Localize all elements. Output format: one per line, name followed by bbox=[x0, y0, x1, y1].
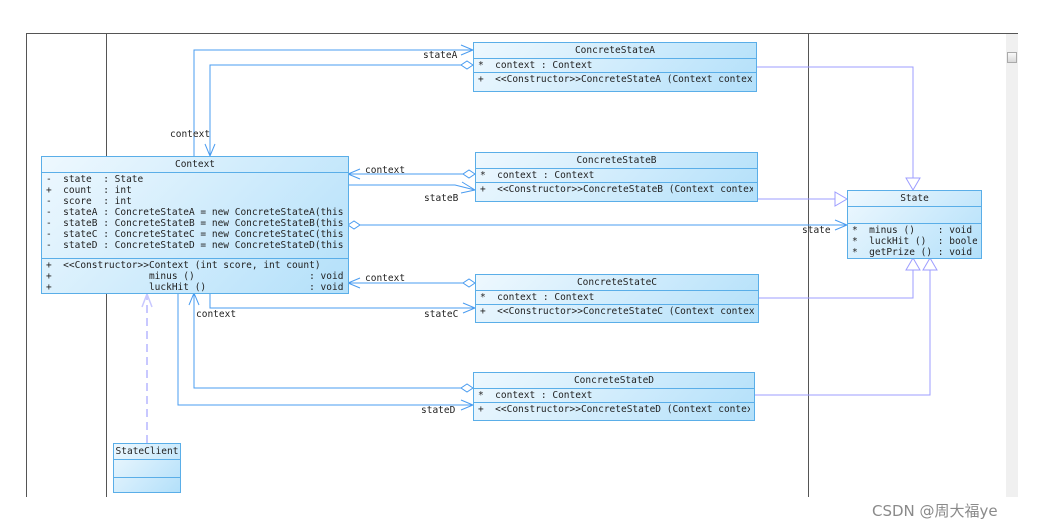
generalization-a-state bbox=[756, 66, 914, 178]
class-concrete-state-b[interactable]: ConcreteStateB * context : Context + <<C… bbox=[475, 152, 758, 202]
generalization-c-state bbox=[758, 270, 914, 299]
generalization-d-state bbox=[754, 270, 931, 396]
vertical-scrollbar[interactable] bbox=[1006, 34, 1018, 497]
method: + <<Constructor>>ConcreteStateB (Context… bbox=[480, 184, 753, 195]
label-stateD: stateD bbox=[421, 405, 456, 416]
methods-section: + <<Constructor>>ConcreteStateB (Context… bbox=[476, 183, 757, 196]
attribute: - stateB : ConcreteStateB = new Concrete… bbox=[46, 218, 344, 229]
method: * luckHit () : boolean bbox=[852, 236, 977, 247]
methods-section bbox=[114, 478, 180, 495]
attributes-section: * context : Context bbox=[474, 389, 754, 403]
label-stateB: stateB bbox=[424, 193, 459, 204]
class-concrete-state-d[interactable]: ConcreteStateD * context : Context + <<C… bbox=[473, 372, 755, 421]
class-name: ConcreteStateA bbox=[474, 43, 756, 59]
method: + <<Constructor>>ConcreteStateD (Context… bbox=[478, 404, 750, 415]
association-stateB bbox=[348, 184, 476, 191]
triangle-arrow-icon bbox=[922, 257, 938, 271]
attribute: + count : int bbox=[46, 185, 132, 196]
methods-section: + <<Constructor>>Context (int score, int… bbox=[42, 259, 348, 294]
methods-section: + <<Constructor>>ConcreteStateA (Context… bbox=[474, 73, 756, 86]
method: * minus () : void bbox=[852, 225, 973, 236]
method: + <<Constructor>>Context (int score, int… bbox=[46, 260, 321, 271]
attribute: * context : Context bbox=[478, 60, 593, 71]
class-name: State bbox=[848, 191, 981, 207]
association-stateC bbox=[209, 293, 475, 309]
association-contextD bbox=[193, 293, 461, 389]
methods-section: + <<Constructor>>ConcreteStateD (Context… bbox=[474, 403, 754, 416]
diamond-icon bbox=[347, 220, 361, 230]
label-contextC: context bbox=[365, 273, 406, 284]
attributes-section: * context : Context bbox=[476, 291, 758, 305]
methods-section: + <<Constructor>>ConcreteStateC (Context… bbox=[476, 305, 758, 318]
diamond-icon bbox=[462, 169, 476, 179]
label-contextD: context bbox=[196, 309, 237, 320]
attribute: - stateA : ConcreteStateA = new Concrete… bbox=[46, 207, 344, 218]
association-stateA bbox=[193, 49, 473, 156]
attribute: - stateD : ConcreteStateD = new Concrete… bbox=[46, 240, 344, 251]
class-name: Context bbox=[42, 157, 348, 173]
attribute: * context : Context bbox=[478, 390, 593, 401]
class-name: StateClient bbox=[114, 444, 180, 460]
triangle-arrow-icon bbox=[905, 177, 921, 191]
method: * getPrize () : void bbox=[852, 247, 973, 258]
class-state-client[interactable]: StateClient bbox=[113, 443, 181, 493]
class-name: ConcreteStateD bbox=[474, 373, 754, 389]
method: + minus () : void bbox=[46, 271, 344, 282]
attributes-section bbox=[114, 460, 180, 478]
label-contextA: context bbox=[170, 129, 211, 140]
association-contextA bbox=[209, 64, 461, 156]
attributes-section: * context : Context bbox=[474, 59, 756, 73]
attributes-section bbox=[848, 207, 981, 224]
class-concrete-state-c[interactable]: ConcreteStateC * context : Context + <<C… bbox=[475, 274, 759, 323]
class-context[interactable]: Context - state : State + count : int - … bbox=[41, 156, 349, 294]
method: + luckHit () : void bbox=[46, 282, 344, 293]
class-concrete-state-a[interactable]: ConcreteStateA * context : Context + <<C… bbox=[473, 42, 757, 92]
arrow-head-icon bbox=[141, 291, 153, 308]
attributes-section: - state : State + count : int - score : … bbox=[42, 173, 348, 259]
diamond-icon bbox=[460, 383, 474, 393]
attribute: * context : Context bbox=[480, 170, 595, 181]
attribute: - score : int bbox=[46, 196, 132, 207]
watermark: CSDN @周大福ye bbox=[872, 502, 998, 520]
diamond-icon bbox=[460, 60, 474, 70]
association-stateD bbox=[177, 293, 473, 406]
attribute: * context : Context bbox=[480, 292, 595, 303]
label-stateA: stateA bbox=[423, 50, 458, 61]
method: + <<Constructor>>ConcreteStateA (Context… bbox=[478, 74, 752, 85]
attributes-section: * context : Context bbox=[476, 169, 757, 183]
triangle-arrow-icon bbox=[905, 257, 921, 271]
label-contextB: context bbox=[365, 165, 406, 176]
attribute: - state : State bbox=[46, 174, 144, 185]
class-state[interactable]: State * minus () : void * luckHit () : b… bbox=[847, 190, 982, 259]
triangle-arrow-icon bbox=[834, 191, 848, 207]
label-state: state bbox=[802, 225, 831, 236]
attribute: - stateC : ConcreteStateC = new Concrete… bbox=[46, 229, 344, 240]
diamond-icon bbox=[462, 278, 476, 288]
methods-section: * minus () : void * luckHit () : boolean… bbox=[848, 224, 981, 258]
scrollbar-thumb[interactable] bbox=[1007, 52, 1017, 63]
class-name: ConcreteStateC bbox=[476, 275, 758, 291]
method: + <<Constructor>>ConcreteStateC (Context… bbox=[480, 306, 754, 317]
class-name: ConcreteStateB bbox=[476, 153, 757, 169]
label-stateC: stateC bbox=[424, 309, 459, 320]
